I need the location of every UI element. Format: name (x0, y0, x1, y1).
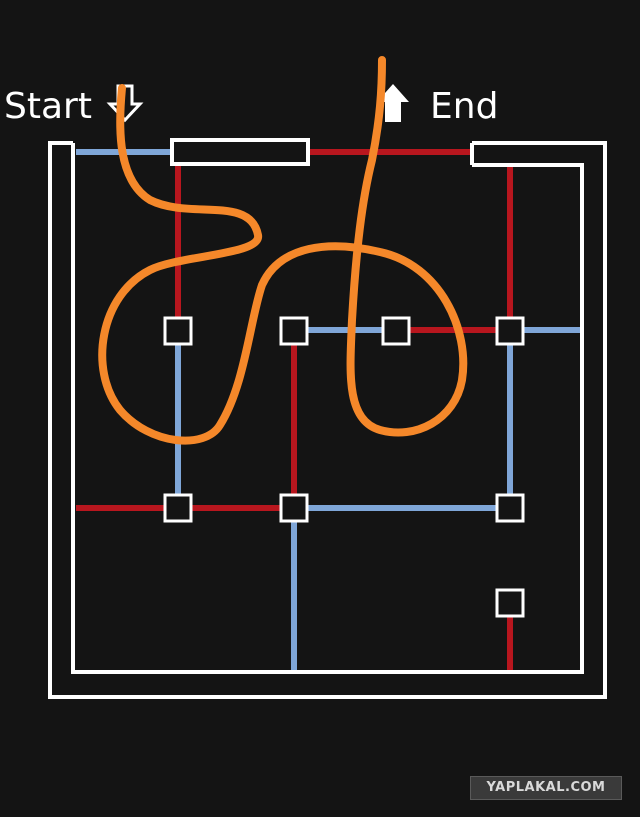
top-barrier (170, 138, 310, 166)
node-square (495, 588, 525, 618)
end-label: End (430, 86, 498, 127)
drawn-solution-path (98, 56, 468, 445)
inner-wall (71, 143, 584, 674)
node-square (495, 316, 525, 346)
arrow-up-icon (377, 84, 409, 122)
node-square (495, 493, 525, 523)
outer-wall (48, 141, 607, 699)
node-squares (163, 316, 525, 618)
watermark: YAPLAKAL.COM (470, 776, 622, 800)
node-square (163, 316, 193, 346)
blue-wires (76, 149, 580, 670)
node-square (163, 493, 193, 523)
red-wires (76, 149, 513, 670)
node-square (381, 316, 411, 346)
start-label: Start (4, 86, 92, 127)
node-square (279, 316, 309, 346)
node-square (279, 493, 309, 523)
maze-walls (48, 138, 607, 699)
